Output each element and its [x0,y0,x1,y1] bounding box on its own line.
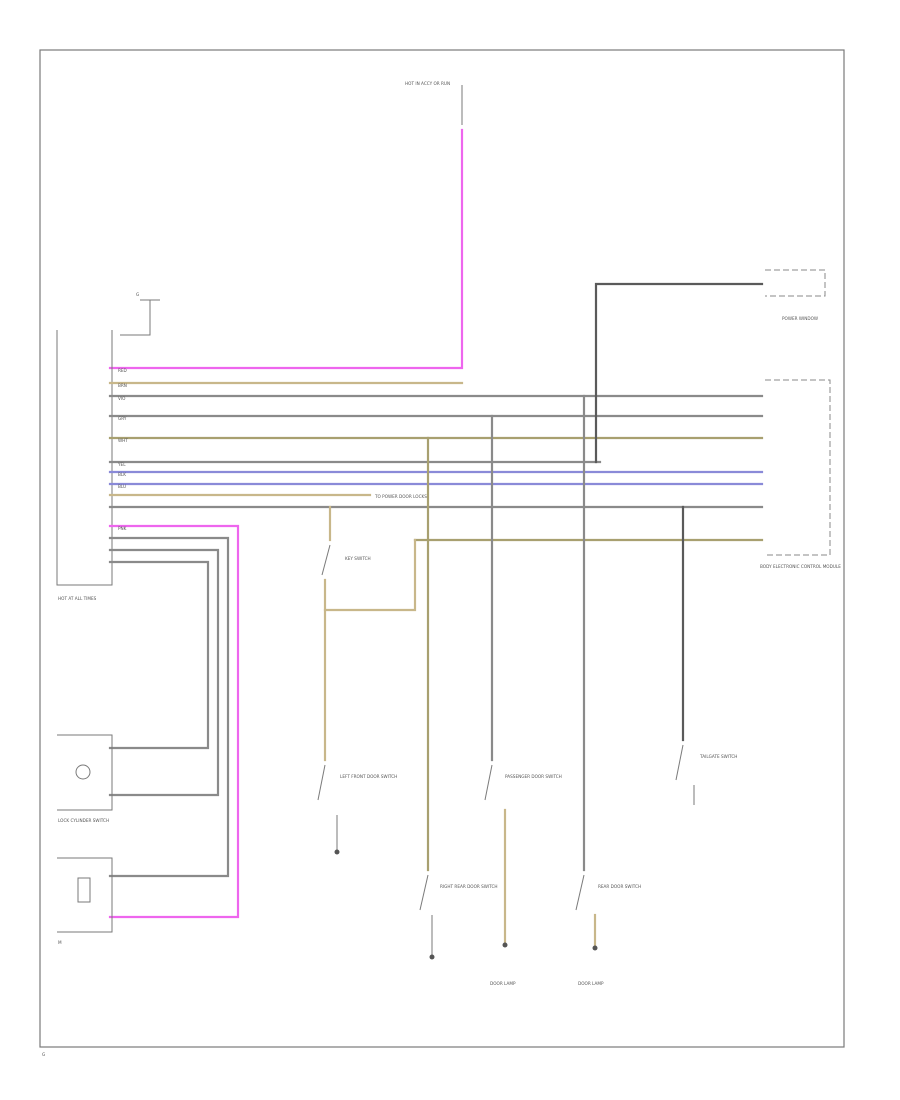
lock-cylinder-label: LOCK CYLINDER SWITCH [58,818,109,823]
left-control-module: HOT AT ALL TIMES [56,330,113,601]
key-switch-return [323,538,417,612]
left-module-label: HOT AT ALL TIMES [58,596,97,601]
lower-gray-wire-3 [108,560,210,750]
wire-label-7: BLK [118,472,126,477]
ground-top-left: G [120,292,160,336]
right-rear-door-switch: RIGHT REAR DOOR SWITCH [419,874,498,960]
tailgate-switch: TAILGATE SWITCH [675,744,737,805]
ground-top-label: G [136,292,139,297]
bottom-ground-b: DOOR LAMP [578,981,604,986]
lower-gray-wire-2 [108,548,220,797]
top-fuse-block: HOT IN ACCY OR RUN [405,81,463,125]
power-window-feed [594,282,764,464]
key-switch-label: KEY SWITCH [345,556,371,561]
lower-gray-wire-1 [108,536,230,878]
diagram-frame [39,49,845,1048]
passenger-door-switch: PASSENGER DOOR SWITCH [484,764,562,801]
wire-label-1: RED [118,368,127,373]
lf-switch-label: LEFT FRONT DOOR SWITCH [340,774,397,779]
lower-pink-wire [108,524,240,919]
footer-label: G [42,1052,45,1057]
wire-label-4: GRY [118,416,127,421]
wire-label-5: WHT [118,438,128,443]
pink-feed-wire [108,128,464,370]
top-fuse-label: HOT IN ACCY OR RUN [405,81,450,86]
power-window-module: POWER WINDOW [765,269,826,321]
rear-door-switch: REAR DOOR SWITCH [575,874,641,911]
key-switch: KEY SWITCH [321,544,371,576]
left-front-door-switch: LEFT FRONT DOOR SWITCH [317,764,397,855]
bottom-ground-a: DOOR LAMP [490,981,516,986]
control-module-label: BODY ELECTRONIC CONTROL MODULE [760,564,841,569]
motor-label: M [58,940,62,945]
rear-switch-term [592,945,598,951]
splice-note: TO POWER DOOR LOCKS [374,494,427,499]
wire-label-6: YEL [117,462,126,467]
body-control-module: BODY ELECTRONIC CONTROL MODULE [760,379,841,569]
tailgate-switch-label: TAILGATE SWITCH [699,754,737,759]
wire-label-3: VIO [118,396,126,401]
wire-label-2: BRN [118,383,127,388]
power-window-label: POWER WINDOW [782,316,818,321]
rear-switch-label: REAR DOOR SWITCH [598,884,641,889]
rr-switch-label: RIGHT REAR DOOR SWITCH [440,884,498,889]
wire-label-9: PNK [118,526,127,531]
lock-cylinder-switch: LOCK CYLINDER SWITCH [57,734,113,823]
pass-switch-term [502,942,508,948]
motor-block: M [57,857,113,945]
pass-switch-label: PASSENGER DOOR SWITCH [505,774,562,779]
wire-label-8: BLU [118,484,126,489]
